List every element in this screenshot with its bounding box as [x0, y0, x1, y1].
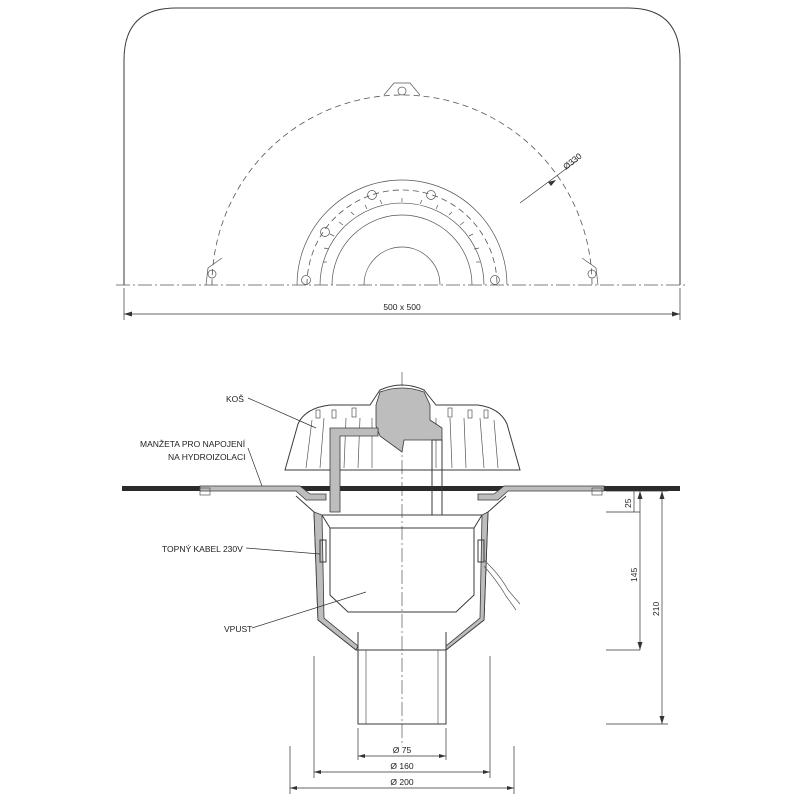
plan-diameter-arrow [548, 180, 556, 186]
plan-lug-top [383, 82, 421, 96]
heating-cable-lead [483, 559, 521, 605]
heating-cable-lead [483, 565, 517, 611]
heating-cable-right [477, 539, 485, 563]
plan-outer-outline [123, 7, 681, 285]
basket-top-slots [315, 407, 489, 419]
dia-arrow-75-left [358, 754, 365, 758]
plan-lug-top-hole [397, 86, 407, 96]
collar-clamp-left [199, 487, 211, 496]
callout-vpust: VPUST [224, 624, 252, 634]
basket-arm-left [329, 427, 379, 513]
plan-dim-label: 500 x 500 [383, 302, 421, 312]
dia-arrow-75-right [439, 754, 446, 758]
dia-label-200: Ø 200 [390, 777, 413, 787]
drain-wall-right [445, 511, 489, 651]
callout-topny-kabel: TOPNÝ KABEL 230V [162, 544, 243, 554]
plan-view: Ø330 500 x 500 [116, 7, 688, 320]
dim-arrow-145-bottom [637, 642, 643, 650]
plan-bolt-hole [367, 190, 377, 200]
plan-diameter-label: Ø330 [561, 151, 584, 172]
plan-lug-right-hole [587, 269, 597, 279]
plan-bolt-hole [490, 275, 500, 285]
drain-body-inner [321, 514, 483, 613]
dim-arrow-210-bottom [659, 716, 665, 724]
drain-wall-left [313, 511, 359, 651]
basket-central-stem [375, 387, 443, 453]
plan-bolt-hole [426, 190, 436, 200]
plan-lug-left [205, 257, 223, 286]
roof-membrane [122, 486, 680, 491]
dim-label-145: 145 [629, 568, 639, 582]
callout-kos-leader [247, 397, 317, 429]
plan-ring-middle [319, 202, 485, 286]
plan-ring-outer [296, 179, 508, 286]
plan-lug-right [581, 257, 599, 286]
dim-arrow-145-top [637, 491, 643, 499]
plan-bolt-hole [301, 275, 311, 285]
basket-dome [284, 384, 521, 471]
basket-arm-right [431, 439, 443, 516]
plan-slot-marks [323, 198, 480, 263]
section-view: KOŠ MANŽETA PRO NAPOJENÍ NA HYDROIZOLACI… [122, 372, 680, 794]
callout-manzeta-line1: MANŽETA PRO NAPOJENÍ [140, 439, 246, 449]
plan-diameter-leader [519, 159, 579, 204]
plan-ring-inner [363, 246, 441, 286]
plan-lug-left-hole [207, 269, 217, 279]
collar-clamp-right [591, 487, 603, 496]
dim-arrow-210-top [659, 491, 665, 499]
plan-dim-arrow-right [672, 311, 680, 317]
plan-dim-arrow-left [124, 311, 132, 317]
plan-flange-arc [211, 94, 593, 286]
collar-sleeve-left [199, 485, 327, 501]
callout-topny-leader [245, 547, 321, 555]
dia-label-160: Ø 160 [390, 761, 413, 771]
dia-arrow-200-left [290, 786, 297, 790]
dia-label-75: Ø 75 [393, 745, 412, 755]
callout-kos: KOŠ [226, 394, 244, 404]
plan-bolt-hole [320, 227, 330, 237]
callout-manzeta-leader [247, 447, 263, 487]
plan-ring-outer-dashed [306, 189, 498, 286]
dia-arrow-200-right [507, 786, 514, 790]
heating-cable-left [319, 539, 327, 563]
plan-ring-middle-2 [331, 214, 473, 286]
callout-vpust-leader [251, 591, 367, 629]
collar-sleeve-right [477, 485, 605, 501]
dia-arrow-160-left [314, 770, 321, 774]
callout-manzeta-line2: NA HYDROIZOLACI [168, 452, 245, 462]
dim-label-210: 210 [651, 602, 661, 616]
dim-label-25: 25 [623, 498, 633, 508]
dia-arrow-160-right [483, 770, 490, 774]
